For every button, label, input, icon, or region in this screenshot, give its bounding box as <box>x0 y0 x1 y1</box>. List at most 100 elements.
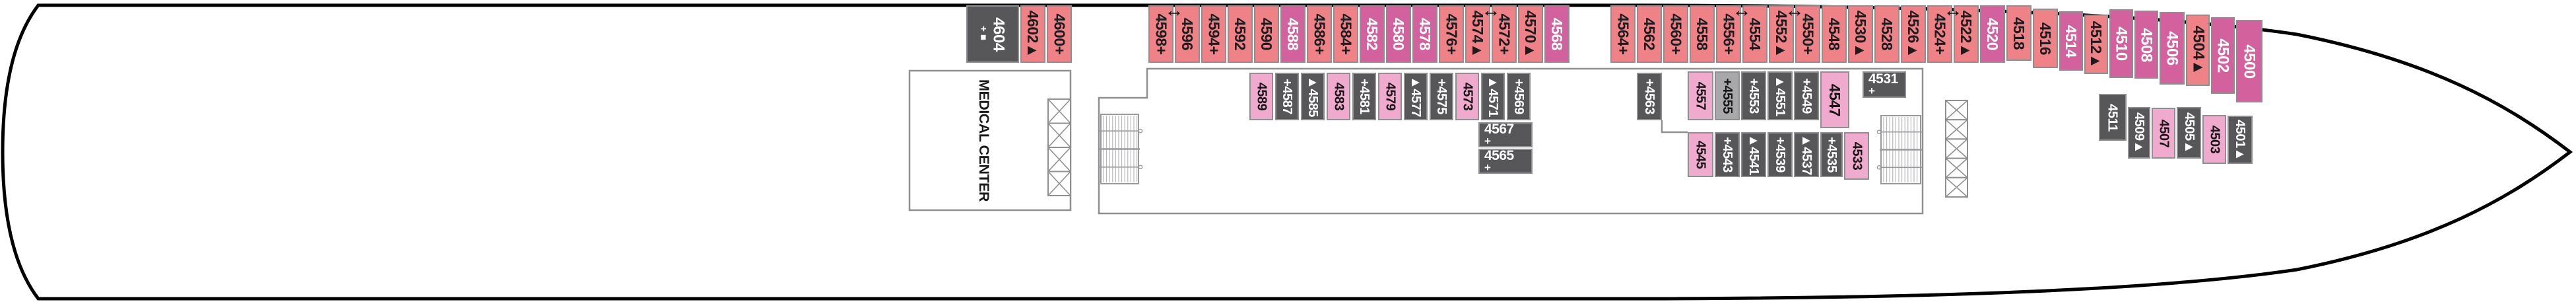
cabin-number: 4509▲ <box>2132 112 2147 153</box>
cabin-4560[interactable]: 4560+ <box>1663 5 1688 63</box>
cabin-4598[interactable]: 4598+ <box>1148 5 1173 63</box>
cabin-4583[interactable]: 4583 <box>1327 73 1350 120</box>
cabin-4512[interactable]: 4512▲ <box>2084 15 2108 74</box>
cabin-4500[interactable]: 4500 <box>2236 20 2262 102</box>
cabin-4511[interactable]: 4511 <box>2099 94 2127 141</box>
cabin-number: 4573 <box>1460 82 1474 111</box>
cabin-4516[interactable]: 4516 <box>2033 9 2058 68</box>
cabin-4592[interactable]: 4592 <box>1228 5 1253 63</box>
cabin-4547[interactable]: 4547 <box>1820 71 1849 128</box>
cabin-4600[interactable]: 4600+ <box>1047 5 1072 63</box>
cabin-4588[interactable]: 4588 <box>1280 5 1305 63</box>
cabin-4581[interactable]: +4581 <box>1352 73 1376 120</box>
cabin-4562[interactable]: 4562 <box>1637 5 1662 63</box>
cabin-4509[interactable]: 4509▲ <box>2128 107 2150 159</box>
cabin-4530[interactable]: 4530▲ <box>1848 5 1873 63</box>
cabin-number: +4555 <box>1720 78 1735 114</box>
cabin-number: 4604+■ <box>977 17 1008 52</box>
cabin-number: +4543 <box>1720 137 1735 172</box>
cabin-4555[interactable]: +4555 <box>1715 71 1740 120</box>
cabin-4579[interactable]: 4579 <box>1378 73 1402 120</box>
cabin-number: 4584+ <box>1337 13 1355 55</box>
cabin-4570[interactable]: 4570▲ <box>1518 5 1543 63</box>
cabin-4554[interactable]: 4554 <box>1742 5 1767 63</box>
cabin-4551[interactable]: ▲4551 <box>1767 71 1793 120</box>
cabin-4563[interactable]: +4563 <box>1637 73 1662 120</box>
cabin-4514[interactable]: 4514 <box>2059 11 2083 71</box>
cabin-4602[interactable]: 4602▲ <box>1020 5 1045 63</box>
cabin-4565[interactable]: 4565+ <box>1478 149 1533 174</box>
cabin-4528[interactable]: 4528 <box>1874 5 1899 63</box>
cabin-4518[interactable]: 4518 <box>2006 5 2031 61</box>
cabin-4537[interactable]: ▲4537 <box>1794 132 1819 177</box>
cabin-4564[interactable]: 4564+ <box>1610 5 1635 63</box>
cabin-4522[interactable]: 4522▲ <box>1954 5 1979 63</box>
cabin-4545[interactable]: 4545 <box>1688 132 1713 177</box>
cabin-4576[interactable]: 4576+ <box>1439 5 1464 63</box>
cabin-4505[interactable]: 4505▲ <box>2177 107 2201 159</box>
cabin-4567[interactable]: 4567+ <box>1478 122 1533 147</box>
cabin-number: +4563 <box>1642 79 1657 114</box>
cabin-4549[interactable]: +4549 <box>1794 71 1819 120</box>
cabin-4552[interactable]: 4552▲ <box>1769 5 1794 63</box>
cabin-4548[interactable]: 4548 <box>1822 5 1847 63</box>
cabin-symbol: + <box>1484 134 1491 147</box>
cabin-4577[interactable]: ▲4577 <box>1404 73 1428 120</box>
cabin-4584[interactable]: 4584+ <box>1333 5 1358 63</box>
cabin-4520[interactable]: 4520 <box>1980 5 2005 63</box>
cabin-4535[interactable]: +4535 <box>1820 132 1843 177</box>
cabin-4502[interactable]: 4502 <box>2211 17 2235 94</box>
cabin-4587[interactable]: +4587 <box>1275 73 1299 120</box>
cabin-4524[interactable]: 4524+ <box>1927 5 1952 63</box>
cabin-4526[interactable]: 4526▲ <box>1901 5 1926 63</box>
cabin-4533[interactable]: 4533 <box>1844 132 1869 180</box>
cabin-number: 4531 <box>1868 71 1898 87</box>
cabin-4504[interactable]: 4504▲ <box>2186 15 2210 86</box>
cabin-4604[interactable]: 4604+■ <box>966 5 1019 63</box>
cabin-4539[interactable]: +4539 <box>1767 132 1793 177</box>
cabin-4590[interactable]: 4590 <box>1254 5 1279 63</box>
cabin-4501[interactable]: 4501▲ <box>2228 116 2253 164</box>
cabin-4531[interactable]: 4531+ <box>1863 71 1906 98</box>
cabin-number: 4558 <box>1694 17 1711 51</box>
cabin-4568[interactable]: 4568 <box>1544 5 1569 63</box>
cabin-4507[interactable]: 4507 <box>2152 108 2175 159</box>
cabin-4573[interactable]: 4573 <box>1455 73 1479 120</box>
cabin-4541[interactable]: ▲4541 <box>1741 132 1766 177</box>
cabin-4574[interactable]: 4574▲ <box>1465 5 1490 63</box>
cabin-4585[interactable]: ▲4585 <box>1301 73 1325 120</box>
cabin-4589[interactable]: 4589 <box>1249 73 1273 120</box>
cabin-4506[interactable]: 4506 <box>2160 12 2185 85</box>
cabin-4594[interactable]: 4594+ <box>1201 5 1226 63</box>
cabin-number: 4580 <box>1390 17 1408 51</box>
cabin-number: +4535 <box>1824 137 1839 172</box>
cabin-4596[interactable]: 4596 <box>1175 5 1200 63</box>
cabin-number: 4512▲ <box>2088 20 2105 68</box>
cabin-number: 4592 <box>1232 17 1249 51</box>
cabin-number: ▲4585 <box>1305 76 1321 117</box>
cabin-4575[interactable]: +4575 <box>1430 73 1453 120</box>
stairs-left <box>1100 114 1143 184</box>
cabin-number: 4533 <box>1849 141 1864 171</box>
cabin-4550[interactable]: 4550+ <box>1795 5 1820 63</box>
cabin-4543[interactable]: +4543 <box>1715 132 1740 177</box>
cabin-4578[interactable]: 4578 <box>1412 5 1437 63</box>
cabin-4510[interactable]: 4510 <box>2109 9 2133 78</box>
cabin-number: 4526▲ <box>1905 10 1923 58</box>
cabin-4553[interactable]: +4553 <box>1741 71 1766 120</box>
cabin-4557[interactable]: 4557 <box>1688 71 1713 120</box>
corridor-step-notch <box>1661 120 1688 133</box>
cabin-number: 4548 <box>1826 17 1843 51</box>
cabin-4558[interactable]: 4558 <box>1690 5 1715 63</box>
cabin-4580[interactable]: 4580 <box>1386 5 1411 63</box>
cabin-4556[interactable]: 4556+ <box>1716 5 1741 63</box>
cabin-4508[interactable]: 4508 <box>2134 11 2158 79</box>
cabin-4582[interactable]: 4582 <box>1360 5 1385 63</box>
cabin-4572[interactable]: 4572+ <box>1492 5 1517 63</box>
cabin-number: 4578 <box>1416 17 1434 51</box>
cabin-4569[interactable]: +4569 <box>1507 73 1531 120</box>
cabin-number: ▲4571 <box>1486 76 1501 117</box>
cabin-4571[interactable]: ▲4571 <box>1481 73 1505 120</box>
cabin-4586[interactable]: 4586+ <box>1307 5 1332 63</box>
cabin-4503[interactable]: 4503 <box>2202 115 2226 164</box>
